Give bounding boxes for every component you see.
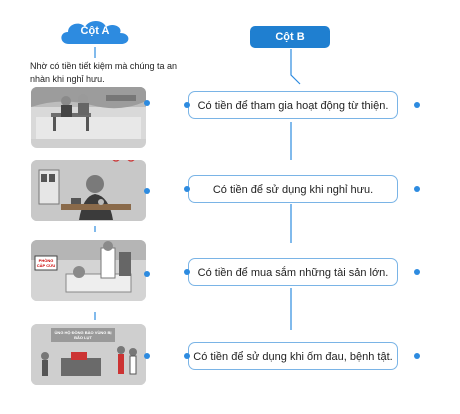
scene-retirement	[31, 87, 146, 148]
statement-illness[interactable]: Có tiền để sử dụng khi ốm đau, bệnh tật.	[188, 342, 398, 370]
hospital-sign: PHÒNG CẤP CỨU	[36, 258, 56, 268]
connect-dot-a4[interactable]	[144, 353, 150, 359]
cloud-icon	[61, 21, 129, 44]
column-b-title: Cột B	[250, 26, 330, 48]
connect-dot-b3-right	[414, 269, 420, 275]
scene-saving-at-home	[31, 160, 146, 221]
scene-charity: ỦNG HỘ ĐỒNG BÀO VÙNG BỊ BÃO LỤT	[31, 324, 146, 385]
connect-dot-a1[interactable]	[144, 100, 150, 106]
connect-dot-a2[interactable]	[144, 188, 150, 194]
connect-dot-b4[interactable]	[184, 353, 190, 359]
connect-dot-b1[interactable]	[184, 102, 190, 108]
connect-dot-b2-right	[414, 186, 420, 192]
statement-charity[interactable]: Có tiền để tham gia hoạt động từ thiện.	[188, 91, 398, 119]
column-a-title: Cột A	[80, 25, 110, 37]
connect-dot-b1-right	[414, 102, 420, 108]
statement-retirement[interactable]: Có tiền để sử dụng khi nghỉ hưu.	[188, 175, 398, 203]
connect-dot-b3[interactable]	[184, 269, 190, 275]
statement-big-purchase[interactable]: Có tiền để mua sắm những tài sản lớn.	[188, 258, 398, 286]
scene-hospital: PHÒNG CẤP CỨU	[31, 240, 146, 301]
connect-dot-b2[interactable]	[184, 186, 190, 192]
bicycle-icon	[112, 160, 135, 162]
column-a-caption: Nhờ có tiền tiết kiệm mà chúng ta an nhà…	[30, 61, 177, 84]
charity-banner: ỦNG HỘ ĐỒNG BÀO VÙNG BỊ BÃO LỤT	[54, 330, 112, 340]
connect-dot-b4-right	[414, 353, 420, 359]
connect-dot-a3[interactable]	[144, 271, 150, 277]
